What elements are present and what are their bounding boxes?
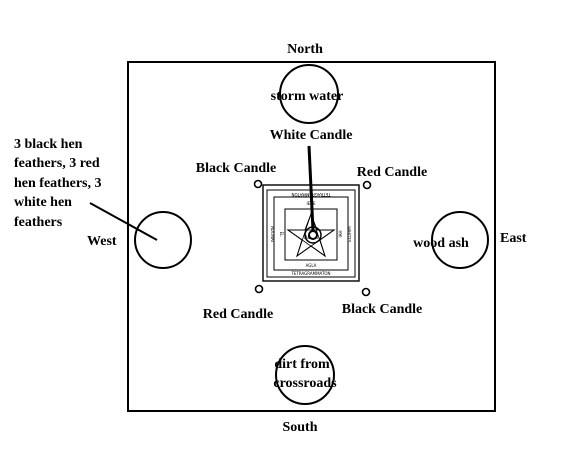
white-candle <box>308 230 318 240</box>
red-candle-top-right <box>362 180 372 190</box>
black-candle-bottom-right <box>361 287 371 297</box>
white-candle-label: White Candle <box>270 128 353 143</box>
direction-south-label: South <box>282 420 317 435</box>
black-candle-top-left-label: Black Candle <box>196 161 277 176</box>
seal-outer-left-text: ADONAI <box>270 226 275 242</box>
east-bowl <box>431 211 489 269</box>
feathers-label-line1: 3 black hen <box>14 137 83 152</box>
black-candle-bottom-right-label: Black Candle <box>342 302 423 317</box>
north-bowl-label: storm water <box>271 89 344 104</box>
seal-inner-left-text: EL <box>279 232 284 238</box>
central-seal: TETRAGRAMMATON TETRAGRAMMATON ADONAI ELO… <box>262 184 360 282</box>
altar-square <box>127 61 496 412</box>
red-candle-bottom-left-label: Red Candle <box>203 307 273 322</box>
feathers-label-line5: feathers <box>14 215 63 230</box>
direction-east-label: East <box>500 231 527 246</box>
red-candle-top-right-label: Red Candle <box>357 165 427 180</box>
west-bowl <box>134 211 192 269</box>
black-candle-top-left <box>253 179 263 189</box>
feathers-pointer-line <box>89 202 158 241</box>
seal-inner-right-text: IAH <box>338 231 343 238</box>
seal-pentagram-lines <box>286 212 336 258</box>
red-candle-bottom-left <box>254 284 264 294</box>
north-bowl <box>279 64 339 124</box>
south-bowl-label-line2: crossroads <box>273 376 337 391</box>
seal-inner-bottom-text: AGLA <box>306 263 317 268</box>
feathers-label: 3 black hen feathers, 3 red hen feathers… <box>14 137 102 230</box>
feathers-label-line4: white hen <box>14 195 72 210</box>
south-bowl <box>275 345 335 405</box>
direction-west-label: West <box>87 234 117 249</box>
seal-outer-bottom-text: TETRAGRAMMATON <box>290 271 330 276</box>
east-bowl-label: wood ash <box>413 236 469 251</box>
feathers-label-line3: hen feathers, 3 <box>14 176 102 191</box>
direction-north-label: North <box>287 42 323 57</box>
seal-outer-right-text: ELOHIM <box>347 226 352 242</box>
white-candle-pointer-line <box>307 145 315 232</box>
south-bowl-label-line1: dirt from <box>274 357 330 372</box>
feathers-label-line2: feathers, 3 red <box>14 156 100 171</box>
